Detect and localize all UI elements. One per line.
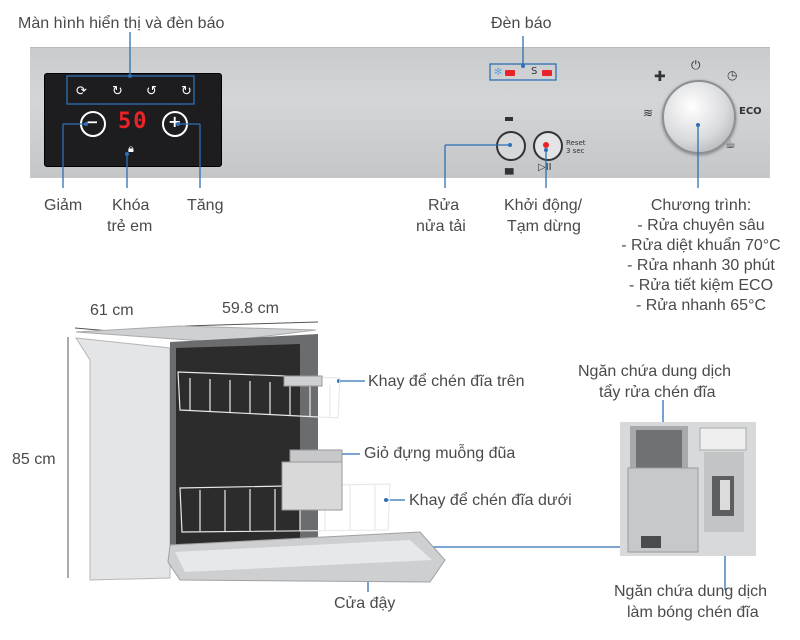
sanitize-program-icon: ≋ (643, 106, 654, 120)
eco-label: ECO (739, 106, 762, 117)
detergent-label-2: tẩy rửa chén đĩa (599, 384, 716, 401)
child-lock-label-2: trẻ em (107, 218, 153, 235)
rinse-aid-label-2: làm bóng chén đĩa (627, 604, 759, 621)
rinse-indicator-icon: S (531, 66, 538, 77)
program-line: - Rửa nhanh 30 phút (627, 257, 775, 274)
start-pause-label-1: Khởi động/ (504, 197, 583, 214)
program-knob[interactable] (662, 80, 736, 154)
intensive-wash-icon: ⟳ (76, 84, 87, 99)
indicator-title: Đèn báo (491, 15, 552, 32)
program-line: Chương trình: (650, 197, 752, 214)
start-pause-label-2: Tạm dừng (507, 218, 581, 235)
lock-icon: 🔒︎ (128, 142, 134, 155)
play-pause-icon: ▷II (538, 162, 552, 173)
child-lock-label-1: Khóa (112, 197, 150, 214)
half-load-label-2: nửa tải (416, 218, 466, 235)
decrease-label: Giảm (44, 197, 83, 214)
half-load-icon: ▄ (505, 162, 514, 175)
rinse-aid-label-1: Ngăn chứa dung dịch (614, 583, 768, 600)
program-list: Chương trình: - Rửa chuyên sâu - Rửa diệ… (608, 196, 794, 316)
power-icon: ⏻ (691, 58, 701, 72)
reset-label-1: Reset (566, 139, 586, 147)
quick30-icon: ◷ (727, 68, 738, 82)
half-load-label-1: Rửa (428, 197, 460, 214)
salt-indicator-icon: ✻ (494, 67, 503, 78)
display-panel (44, 73, 222, 167)
half-load-light (505, 117, 513, 121)
start-light (543, 142, 549, 148)
salt-indicator-light (505, 70, 515, 76)
reset-label-2: 3 sec (566, 147, 585, 155)
width-dimension: 59.8 cm (222, 300, 279, 317)
increase-label: Tăng (187, 197, 224, 214)
quick-wash-icon: ↺ (146, 84, 157, 99)
program-line: - Rửa chuyên sâu (637, 217, 765, 234)
intensive-program-icon: ✚ (654, 69, 666, 85)
display-title: Màn hình hiển thị và đèn báo (18, 15, 225, 32)
height-dimension: 85 cm (12, 451, 56, 468)
cutlery-basket-label: Giỏ đựng muỗng đũa (364, 445, 516, 462)
plus-icon: + (168, 112, 182, 131)
cup-icon: ☕︎ (725, 137, 736, 151)
depth-dimension: 61 cm (90, 302, 134, 319)
lower-rack-label: Khay để chén đĩa dưới (409, 492, 572, 509)
time-display: 50 (118, 109, 149, 134)
sanitize-wash-icon: ↻ (112, 84, 123, 99)
eco-wash-icon: ↻ (181, 84, 192, 99)
program-line: - Rửa tiết kiệm ECO (628, 277, 774, 294)
door-label: Cửa đậy (334, 595, 396, 612)
detergent-label-1: Ngăn chứa dung dịch (578, 363, 732, 380)
rinse-indicator-light (542, 70, 552, 76)
program-line: - Rửa diệt khuẩn 70°C (621, 237, 781, 254)
minus-icon: − (86, 113, 99, 131)
program-line: - Rửa nhanh 65°C (635, 297, 767, 314)
upper-rack-label: Khay để chén đĩa trên (368, 373, 525, 390)
